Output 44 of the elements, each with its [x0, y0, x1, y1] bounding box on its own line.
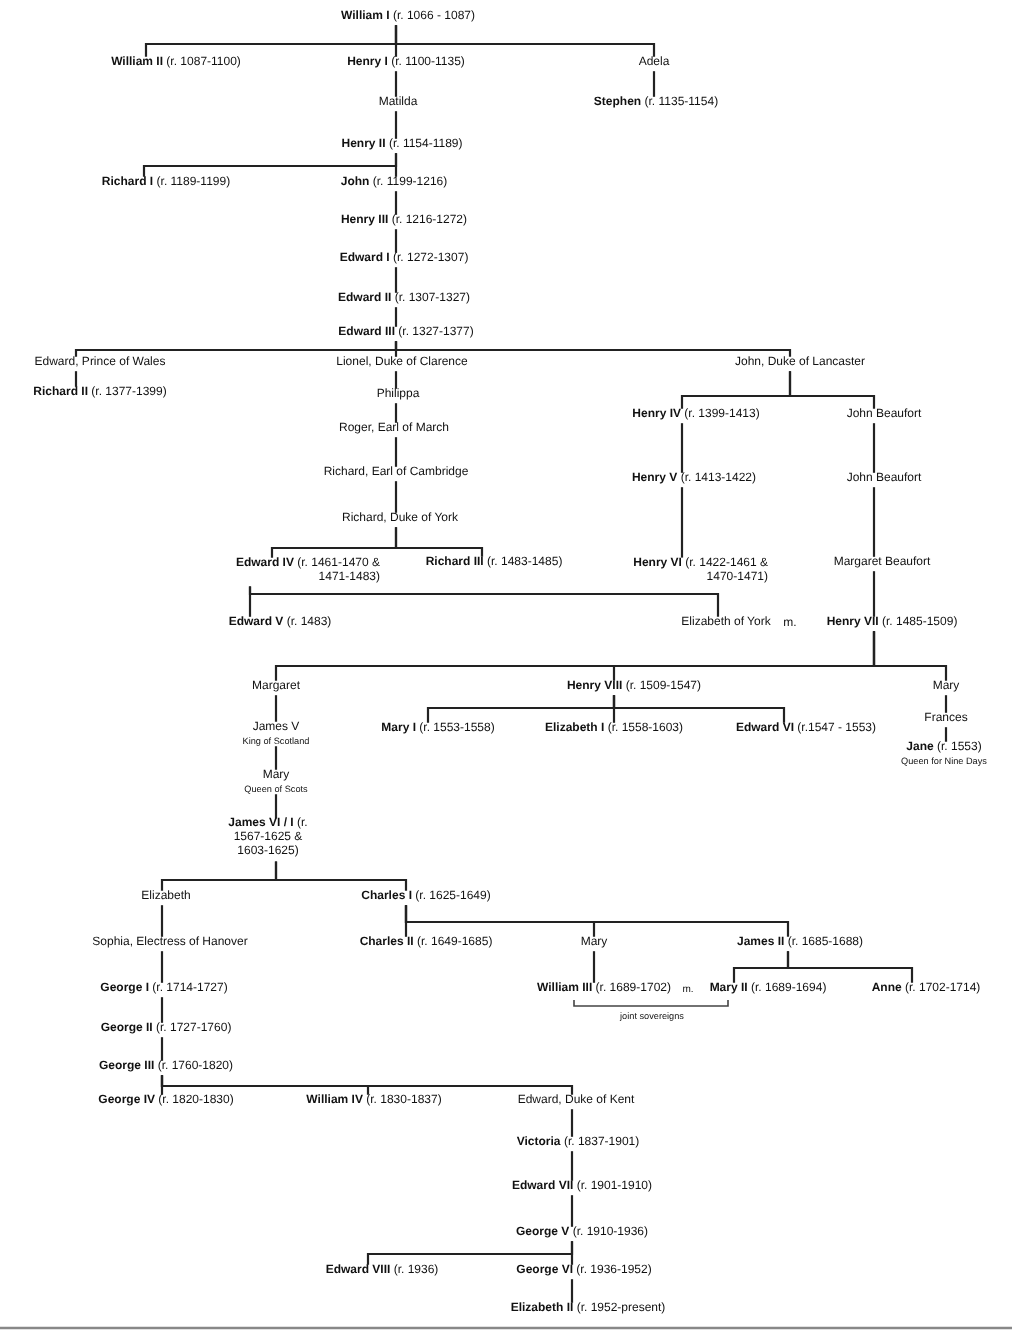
family-line [872, 571, 876, 617]
family-line [872, 631, 948, 681]
family-line [570, 1109, 574, 1137]
family-line [592, 951, 596, 983]
family-line [274, 746, 278, 770]
family-line [394, 267, 398, 293]
family-line [570, 1195, 574, 1227]
family-line [786, 951, 914, 983]
family-line [394, 437, 398, 467]
family-line [394, 481, 398, 513]
family-line [74, 371, 78, 387]
family-line [394, 25, 656, 57]
family-line [944, 695, 948, 713]
family-line [394, 307, 398, 327]
family-line [394, 71, 398, 97]
family-line [944, 727, 948, 742]
family-line [652, 71, 656, 97]
family-line [788, 371, 876, 409]
family-line [872, 423, 876, 473]
family-line [872, 487, 876, 557]
family-line [570, 1241, 574, 1265]
family-line [612, 695, 786, 723]
family-line [274, 794, 278, 819]
family-line [394, 229, 398, 253]
family-line [274, 861, 408, 891]
family-line [160, 1037, 164, 1061]
family-line [394, 403, 398, 423]
family-line [394, 153, 398, 177]
family-line [160, 905, 164, 937]
family-line [160, 951, 164, 983]
family-line [394, 191, 398, 215]
family-line [680, 487, 684, 558]
family-line [160, 997, 164, 1023]
family-line [570, 1279, 574, 1303]
family-line [394, 371, 398, 389]
family-line [394, 341, 792, 357]
family-line [404, 905, 790, 937]
family-line [160, 1075, 574, 1095]
family-line [680, 423, 684, 473]
family-line [570, 1151, 574, 1181]
family-line [248, 586, 720, 617]
family-line [394, 527, 484, 557]
family-line [274, 695, 278, 722]
family-line [394, 111, 398, 139]
